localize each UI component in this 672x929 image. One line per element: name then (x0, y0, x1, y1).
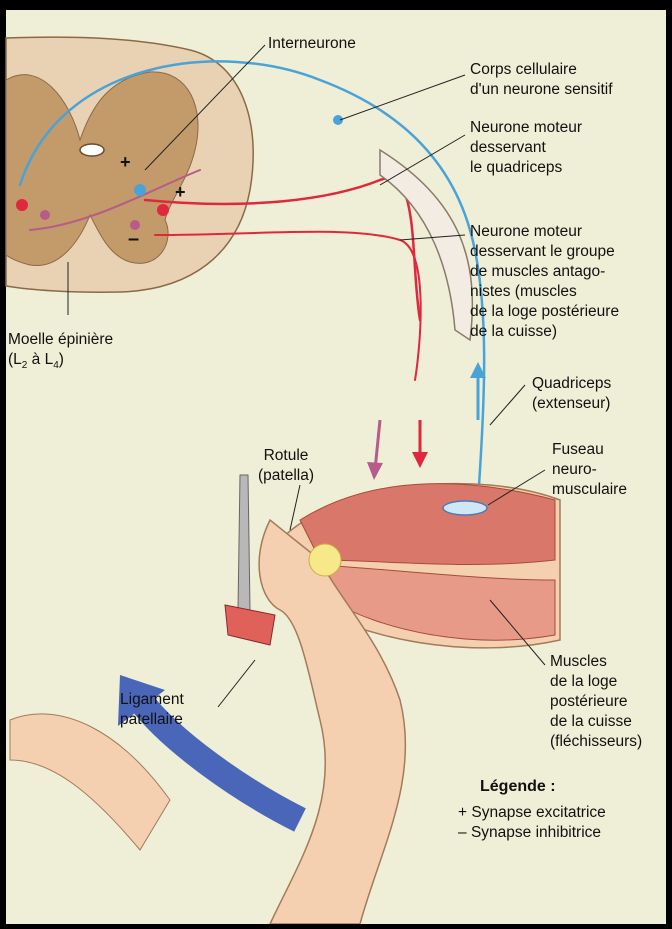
label-rotule: Rotule (patella) (258, 446, 314, 486)
label-interneurone: Interneurone (268, 34, 356, 54)
spindle (443, 501, 487, 515)
legend-symbol-plus: + (458, 804, 467, 821)
patella (309, 544, 341, 576)
label-quadriceps: Quadriceps (extenseur) (532, 374, 611, 414)
label-moelle-segments: (L2 à L4) (8, 350, 64, 376)
legend-title: Légende : (480, 778, 556, 796)
label-neurone-moteur-quadriceps: Neurone moteur desservant le quadriceps (470, 118, 582, 178)
synapse-minus: – (128, 228, 139, 250)
label-muscles-loge: Muscles de la loge postérieure de la cui… (550, 652, 642, 752)
synapse-plus-2: + (175, 182, 186, 202)
synapse-plus-1: + (120, 152, 131, 172)
label-fuseau: Fuseau neuro- musculaire (552, 440, 627, 500)
label-corps-cellulaire: Corps cellulaire d'un neurone sensitif (470, 60, 613, 100)
legend-symbol-minus: – (458, 824, 467, 841)
legend-item-inhibitrice: – Synapse inhibitrice (458, 824, 601, 842)
sensory-cell-body (333, 115, 343, 125)
legend-item-excitatrice: + Synapse excitatrice (458, 804, 606, 822)
label-ligament: Ligament patellaire (120, 690, 184, 730)
legend-text-inhibitrice: Synapse inhibitrice (471, 824, 601, 841)
legend-text-excitatrice: Synapse excitatrice (471, 804, 605, 821)
label-moelle-epiniere: Moelle épinière (8, 330, 113, 350)
label-neurone-moteur-antagonistes: Neurone moteur desservant le groupe de m… (470, 222, 619, 342)
